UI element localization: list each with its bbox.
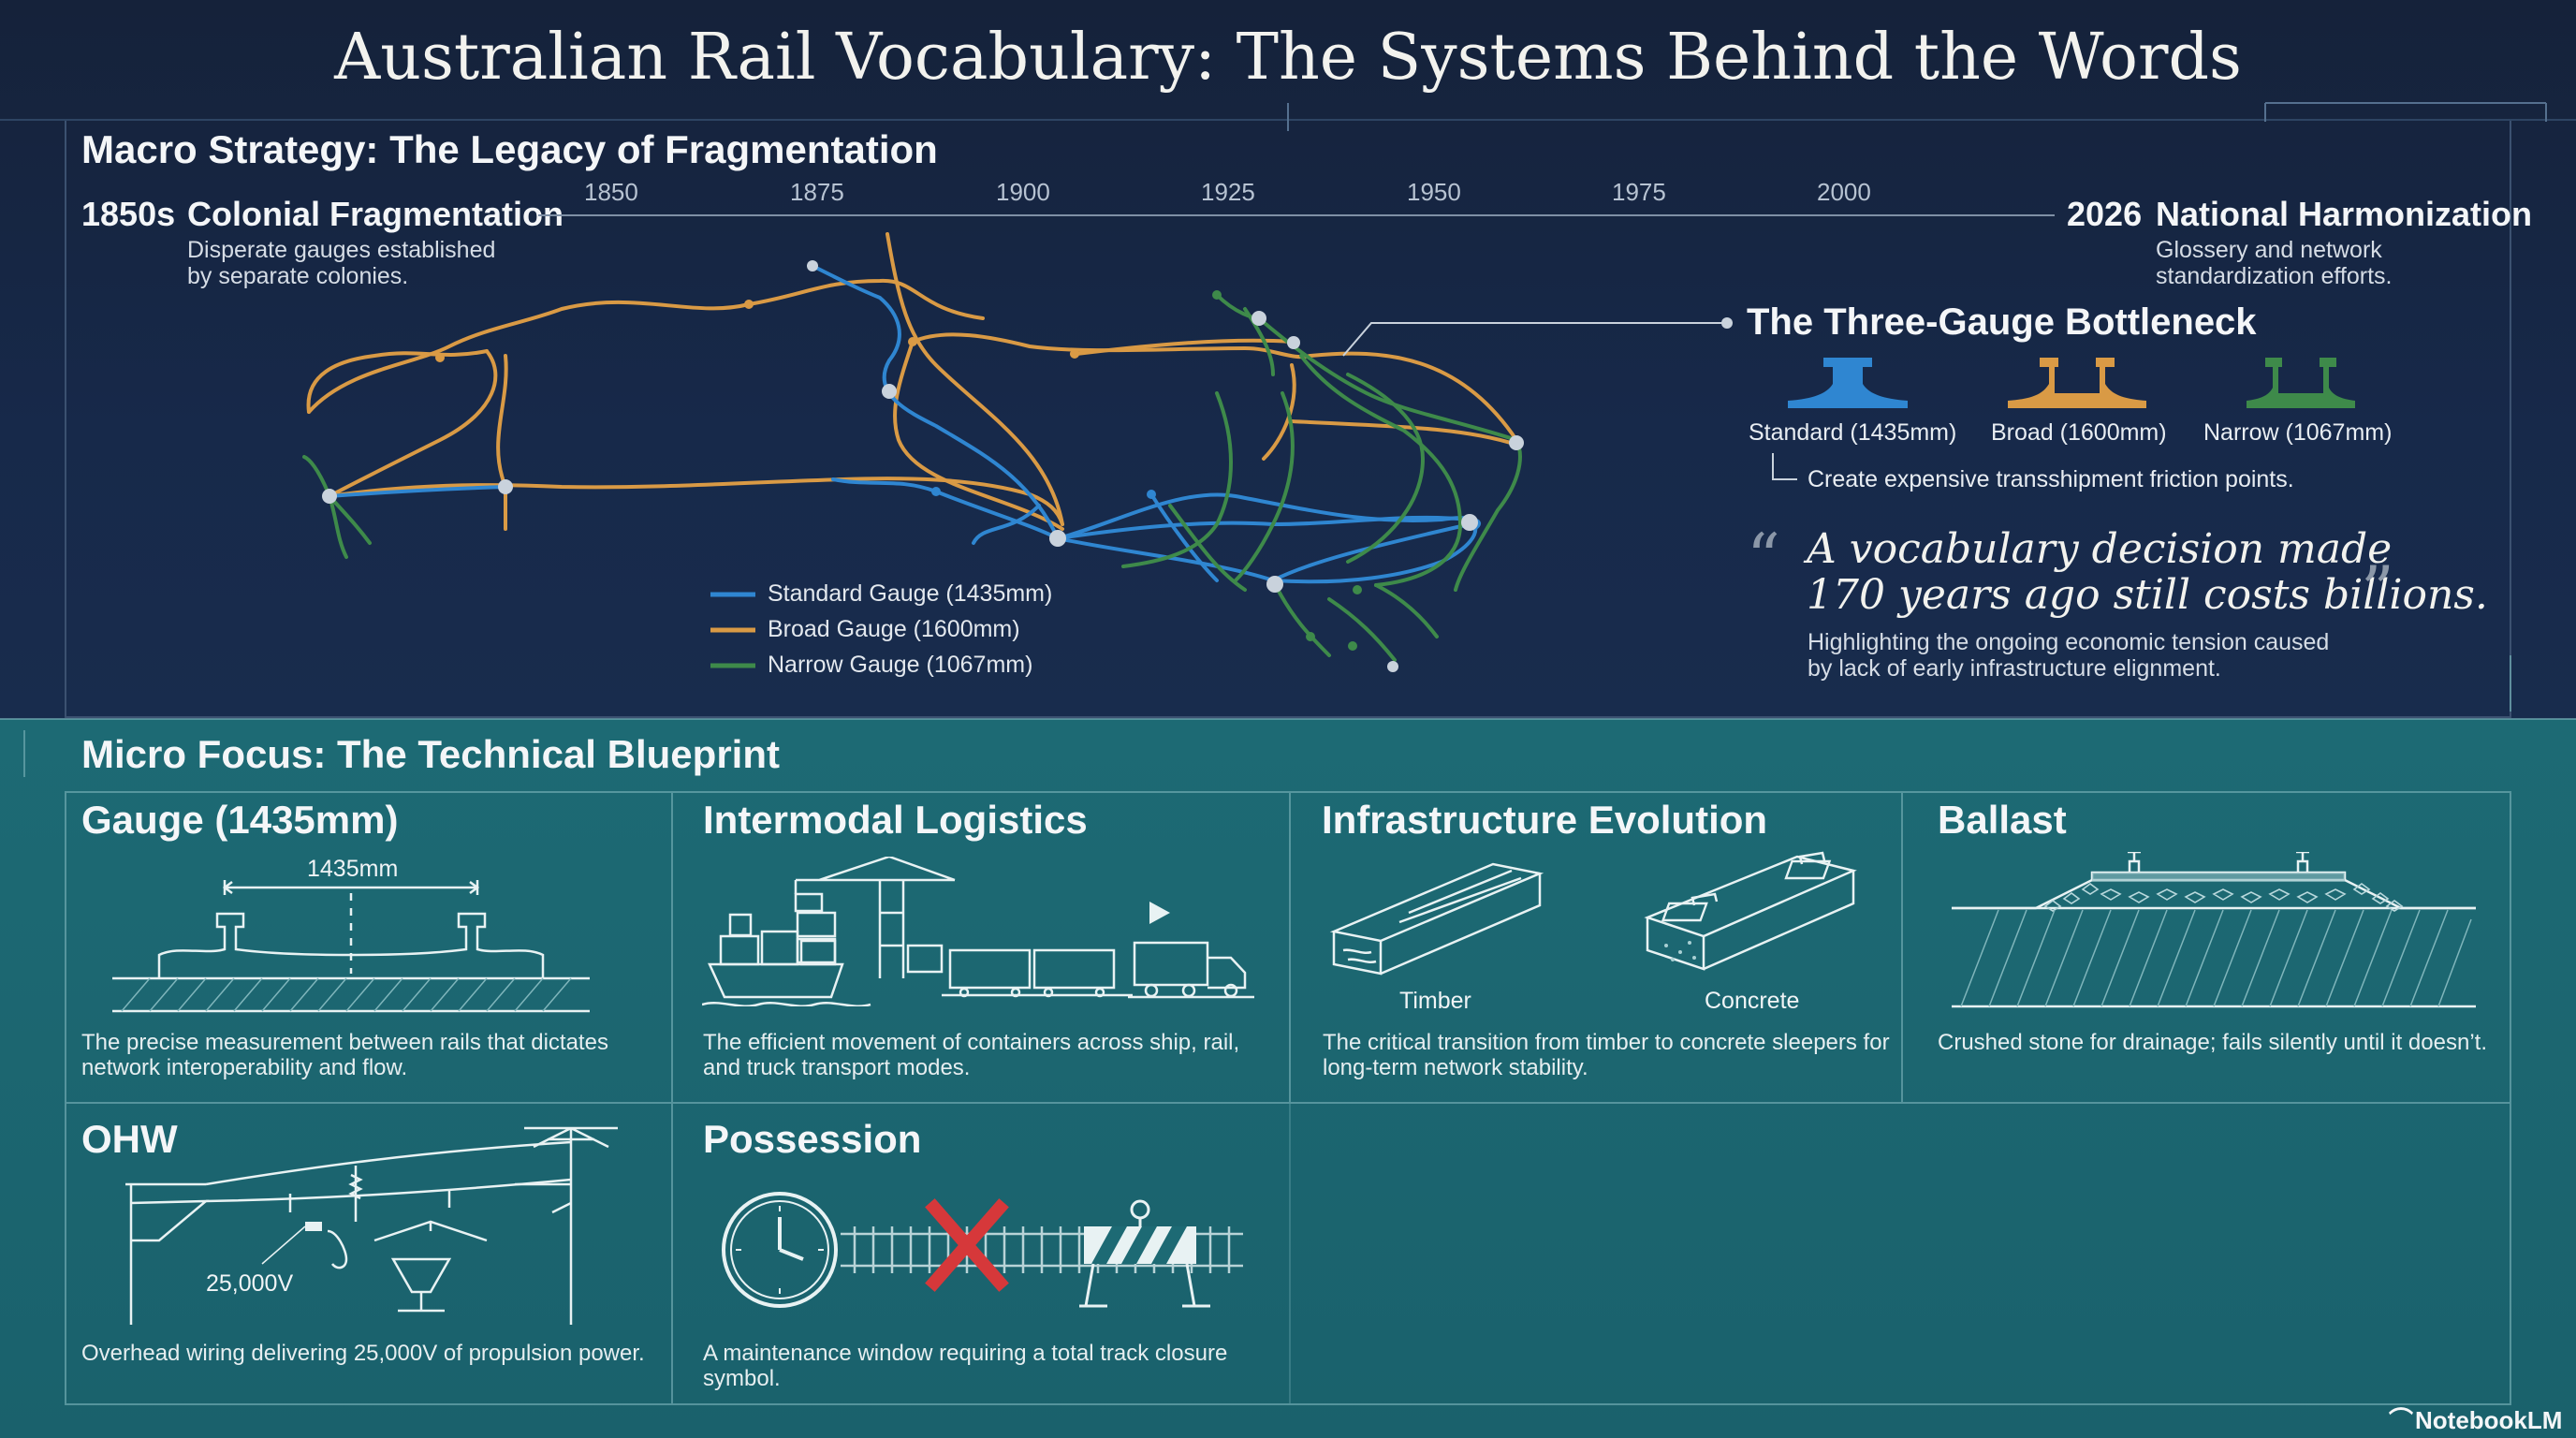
macro-heading: Macro Strategy: The Legacy of Fragmentat…	[81, 127, 938, 171]
card-infrastructure-desc: The critical transition from timber to c…	[1323, 1030, 1890, 1080]
timeline-tick: 1925	[1201, 178, 1255, 206]
close-quote-icon: ”	[2361, 552, 2394, 629]
intermodal-diagram	[702, 857, 1254, 1006]
legend-standard: Standard Gauge (1435mm)	[768, 580, 1053, 607]
train-car-icon	[948, 948, 1032, 990]
rail-profile-standard-icon	[1788, 358, 1908, 408]
mast-left-icon	[125, 1182, 206, 1325]
quote-line-2: 170 years ago still costs billions.	[1807, 571, 2488, 619]
end-year: 2026	[2067, 195, 2143, 233]
end-era-desc: Glossery and network standardization eff…	[2156, 237, 2393, 289]
card-ballast-desc: Crushed stone for drainage; fails silent…	[1938, 1030, 2487, 1055]
ohw-voltage-label: 25,000V	[206, 1270, 294, 1297]
barrier-icon	[1079, 1199, 1210, 1308]
card-gauge-title: Gauge (1435mm)	[81, 798, 399, 842]
start-era-title: Colonial Fragmentation	[187, 195, 564, 233]
gauge-label-standard: Standard (1435mm)	[1749, 419, 1957, 446]
timeline-tick: 1900	[996, 178, 1050, 206]
legend-broad: Broad Gauge (1600mm)	[768, 616, 1020, 642]
gauge-diagram	[112, 880, 590, 1013]
ballast-diagram	[1952, 852, 2476, 1008]
ohw-diagram	[125, 1126, 618, 1325]
timeline-tick: 1850	[584, 178, 638, 206]
notebooklm-icon: ⌒	[2389, 1406, 2414, 1434]
card-possession-desc: A maintenance window requiring a total t…	[703, 1341, 1228, 1391]
quote-line-1: A vocabulary decision made	[1807, 525, 2393, 573]
timber-label: Timber	[1399, 988, 1471, 1014]
card-ohw-title: OHW	[81, 1117, 178, 1161]
concrete-label: Concrete	[1705, 988, 1800, 1014]
ship-icon	[708, 962, 844, 999]
arrow-right-icon	[1149, 902, 1170, 924]
concrete-sleeper-icon	[1644, 851, 1857, 971]
timber-sleeper-icon	[1329, 862, 1544, 976]
crane-icon	[794, 857, 956, 978]
cross-icon	[925, 1198, 1009, 1292]
gauge-label-broad: Broad (1600mm)	[1991, 419, 2167, 446]
card-infrastructure-title: Infrastructure Evolution	[1322, 798, 1768, 842]
timeline-tick: 2000	[1817, 178, 1871, 206]
micro-heading: Micro Focus: The Technical Blueprint	[81, 732, 780, 776]
sleepers-diagram	[1329, 851, 1857, 976]
possession-diagram	[722, 1192, 1243, 1308]
rail-profile-narrow-icon	[2247, 358, 2355, 408]
map-legend-swatches	[710, 592, 755, 668]
clock-icon	[722, 1192, 838, 1308]
timeline-tick: 1950	[1407, 178, 1461, 206]
brand-name: NotebookLM	[2415, 1406, 2563, 1434]
card-possession-title: Possession	[703, 1117, 922, 1161]
legend-narrow: Narrow Gauge (1067mm)	[768, 652, 1033, 678]
insulator-icon	[305, 1222, 322, 1231]
bottleneck-note: Create expensive transshipment friction …	[1808, 466, 2294, 492]
card-ballast-title: Ballast	[1938, 798, 2067, 842]
start-year: 1850s	[81, 195, 176, 233]
pylon-icon	[524, 1126, 618, 1325]
rail-profile-icons	[1788, 358, 2355, 408]
timeline-axis	[538, 214, 2055, 216]
brand-logo: ⌒NotebookLM	[2389, 1401, 2562, 1436]
timeline-tick: 1875	[790, 178, 844, 206]
timeline-tick: 1975	[1612, 178, 1666, 206]
start-era-desc: Disperate gauges established by separate…	[187, 237, 496, 289]
rail-network-map	[302, 232, 1733, 672]
note-connector	[1772, 453, 1797, 480]
gauge-label-narrow: Narrow (1067mm)	[2203, 419, 2393, 446]
open-quote-icon: “	[1747, 520, 1780, 596]
bottleneck-title: The Three-Gauge Bottleneck	[1747, 301, 2257, 343]
card-ohw-desc: Overhead wiring delivering 25,000V of pr…	[81, 1341, 645, 1366]
card-gauge-desc: The precise measurement between rails th…	[81, 1030, 608, 1080]
card-intermodal-desc: The efficient movement of containers acr…	[703, 1030, 1240, 1080]
gauge-width-label: 1435mm	[307, 856, 399, 882]
end-era-title: National Harmonization	[2156, 195, 2533, 233]
rail-profile-broad-icon	[2008, 358, 2146, 408]
quote-desc: Highlighting the ongoing economic tensio…	[1808, 629, 2330, 682]
main-title: Australian Rail Vocabulary: The Systems …	[334, 21, 2242, 95]
card-intermodal-title: Intermodal Logistics	[703, 798, 1088, 842]
truck-icon	[1133, 941, 1209, 987]
